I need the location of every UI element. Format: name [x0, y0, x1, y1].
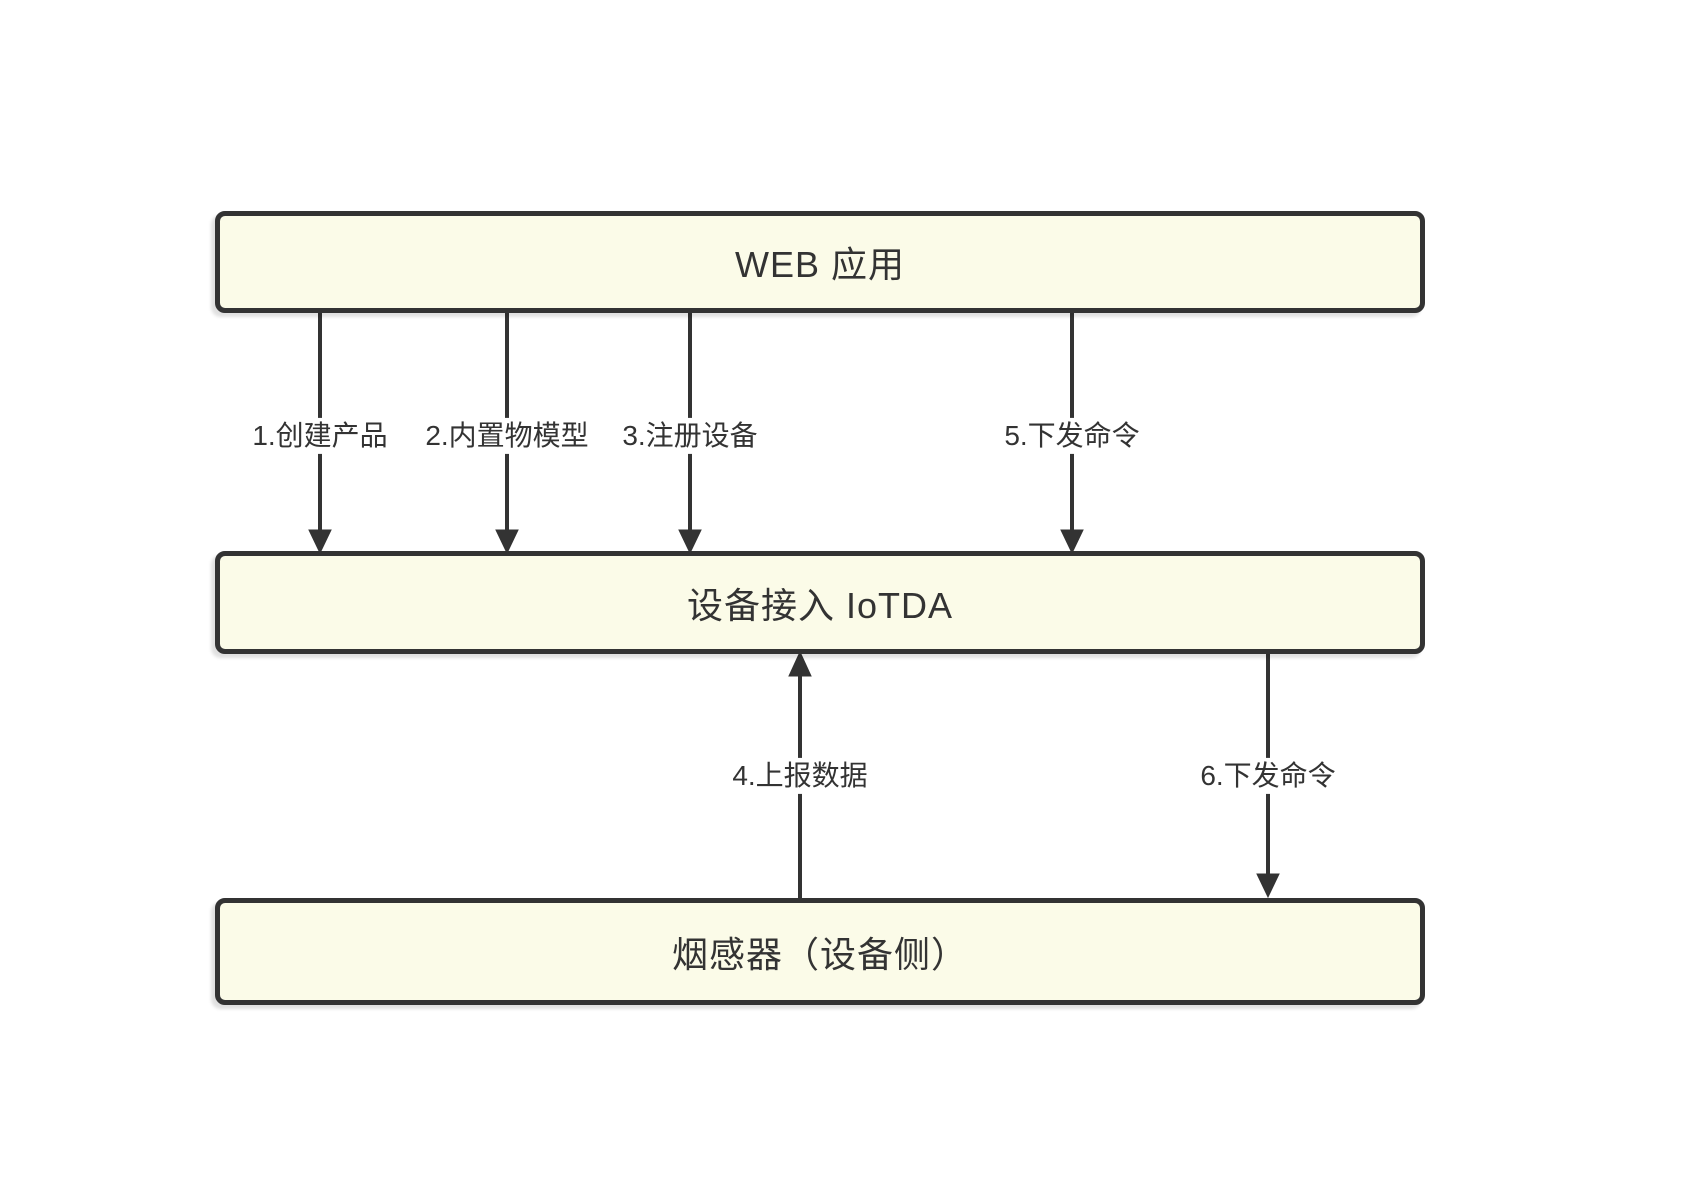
edge-label-create-product: 1.创建产品: [246, 417, 394, 455]
node-smoke-sensor-label: 烟感器（设备侧）: [671, 933, 968, 975]
node-web-app-label: WEB 应用: [734, 244, 905, 285]
node-web-app: WEB 应用: [215, 211, 1425, 313]
node-iotda: 设备接入 IoTDA: [215, 551, 1425, 654]
edge-label-report-data: 4.上报数据: [726, 757, 874, 795]
edge-label-send-command-5: 5.下发命令: [998, 417, 1146, 455]
edge-label-register-device: 3.注册设备: [616, 417, 764, 455]
node-iotda-label: 设备接入 IoTDA: [686, 584, 954, 626]
node-smoke-sensor: 烟感器（设备侧）: [215, 898, 1425, 1005]
edge-label-send-command-6: 6.下发命令: [1194, 757, 1342, 795]
edge-label-builtin-model: 2.内置物模型: [419, 417, 595, 455]
